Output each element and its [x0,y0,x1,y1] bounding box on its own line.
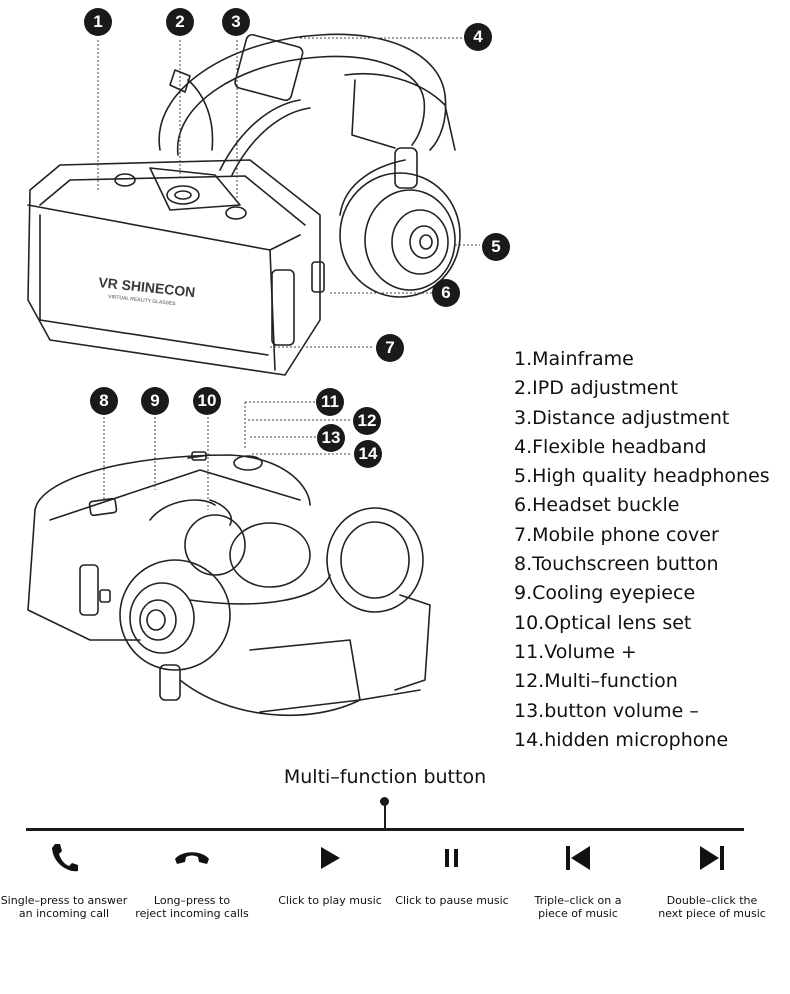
action-label-line2: next piece of music [658,907,766,920]
action-label-line2: an incoming call [18,907,110,920]
callout-14: 14 [354,440,382,468]
timeline-stem [384,803,386,830]
callout-7: 7 [376,334,404,362]
part-item: 7.Mobile phone cover [514,523,719,546]
part-item: 2.IPD adjustment [514,377,678,400]
callout-8: 8 [90,387,118,415]
action-label-line2: piece of music [538,907,618,920]
callout-4: 4 [464,23,492,51]
previous-track-icon [566,846,590,870]
timeline-node [380,797,389,806]
phone-hangup-icon [175,852,209,864]
action-label-line1: Triple–click on a [534,894,622,907]
part-item: 8.Touchscreen button [514,553,719,576]
action-label-line1: Click to play music [278,894,382,907]
part-item: 14.hidden microphone [514,728,729,751]
phone-answer-icon [52,844,78,872]
callout-3: 3 [222,8,250,36]
callout-11: 11 [316,388,344,416]
part-item: 3.Distance adjustment [514,406,730,429]
callout-2: 2 [166,8,194,36]
callout-6: 6 [432,279,460,307]
callout-13: 13 [317,424,345,452]
parts-list: 1.Mainframe 2.IPD adjustment 3.Distance … [514,345,770,755]
part-item: 6.Headset buckle [514,494,680,517]
part-item: 4.Flexible headband [514,435,707,458]
next-track-icon [700,846,724,870]
play-icon [321,847,340,869]
action-label-line1: Double–click the [666,894,758,907]
timeline-line [26,828,744,831]
action-label-line1: Long–press to [153,894,231,907]
action-label-line1: Click to pause music [395,894,509,907]
callout-10: 10 [193,387,221,415]
part-item: 13.button volume – [514,699,699,722]
part-item: 12.Multi–function [514,670,678,693]
action-play: Click to play music [260,838,400,907]
part-item: 10.Optical lens set [514,611,692,634]
action-label-line2: reject incoming calls [135,907,249,920]
part-item: 11.Volume + [514,640,637,663]
callout-9: 9 [141,387,169,415]
pause-icon [445,849,458,867]
part-item: 1.Mainframe [514,348,634,370]
part-item: 9.Cooling eyepiece [514,582,696,605]
part-item: 5.High quality headphones [514,465,770,488]
action-pause: Click to pause music [382,838,522,907]
multifunction-title: Multi–function button [283,766,487,788]
callout-12: 12 [353,407,381,435]
callout-1: 1 [84,8,112,36]
action-label-line1: Single–press to answer [0,894,128,907]
callout-5: 5 [482,233,510,261]
